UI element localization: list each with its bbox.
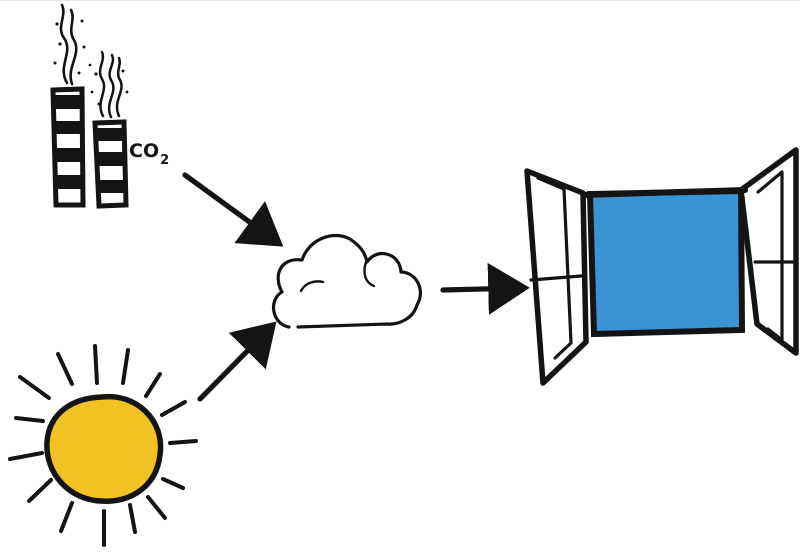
open-window-icon <box>524 147 799 386</box>
factory-chimneys-icon <box>50 3 129 209</box>
co2-label: CO2 <box>129 140 169 168</box>
arrow-sun-to-cloud <box>197 321 277 402</box>
arrow-cloud-to-window <box>440 262 530 315</box>
arrow-factory-to-cloud <box>182 172 284 247</box>
top-divider <box>0 0 800 1</box>
cloud-icon <box>271 234 422 329</box>
sun-icon <box>8 344 198 547</box>
